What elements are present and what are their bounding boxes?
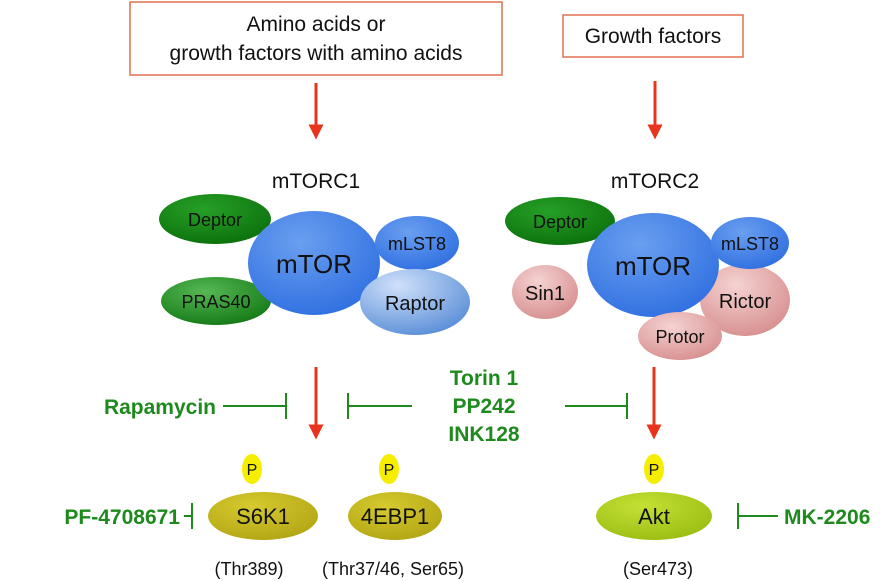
mtorc2-title: mTORC2 [611, 170, 699, 193]
inhibitor-ink128: INK128 [448, 423, 520, 446]
s6k1-node [208, 492, 318, 540]
mtorc2-mlst8-label: mLST8 [721, 234, 779, 254]
mtorc2-protor-node [638, 312, 722, 360]
mtorc2-mtor-node [587, 213, 719, 317]
s6k1-label: S6K1 [236, 504, 290, 529]
mtorc1-mlst8-node [375, 216, 459, 270]
inhibitor-mk2206: MK-2206 [784, 506, 870, 529]
mtorc2-sin1-node [512, 265, 578, 319]
mtorc2-deptor-label: Deptor [533, 212, 587, 232]
inhibition-torin-left [347, 393, 412, 419]
mtorc1-mtor-label: mTOR [276, 249, 352, 279]
mtorc2-sin1-label: Sin1 [525, 283, 565, 305]
inhibition-pf4708671 [184, 503, 193, 529]
inhibition-mk2206 [737, 503, 778, 529]
mtorc1-raptor-node [360, 269, 470, 335]
4ebp1-phospho-node [379, 454, 399, 484]
inhibitor-torin1: Torin 1 [450, 367, 519, 390]
akt-label: Akt [638, 504, 670, 529]
mtorc1-title: mTORC1 [272, 170, 360, 193]
mtorc1-complex: Deptor PRAS40 mTOR mLST8 Raptor [159, 194, 470, 335]
substrate-akt: Akt P [596, 454, 712, 540]
mtorc2-protor-label: Protor [655, 327, 704, 347]
substrate-s6k1: S6K1 P [208, 454, 318, 540]
input-box-amino-acids: Amino acids or growth factors with amino… [129, 1, 503, 76]
mtorc2-mtor-label: mTOR [615, 251, 691, 281]
mtorc1-pras40-label: PRAS40 [181, 292, 250, 312]
inhibition-torin-right [565, 393, 628, 419]
mtorc1-deptor-node [159, 194, 271, 244]
akt-phospho-label: P [649, 462, 660, 479]
mtorc1-raptor-label: Raptor [385, 293, 445, 315]
akt-node [596, 492, 712, 540]
site-s6k1: (Thr389) [214, 559, 283, 579]
input-label-line1: Amino acids or [247, 13, 386, 36]
mtorc1-deptor-label: Deptor [188, 210, 242, 230]
4ebp1-label: 4EBP1 [361, 504, 430, 529]
site-akt: (Ser473) [623, 559, 693, 579]
inhibitor-pp242: PP242 [452, 395, 515, 418]
mtorc2-complex: Deptor Sin1 Rictor mTOR mLST8 Protor [505, 197, 790, 360]
input-box-growth-factors: Growth factors [562, 14, 744, 58]
mtorc2-mlst8-node [711, 217, 789, 269]
inhibition-rapamycin [223, 393, 287, 419]
4ebp1-phospho-label: P [384, 462, 395, 479]
input-label-growth-factors: Growth factors [585, 25, 722, 48]
s6k1-phospho-label: P [247, 462, 258, 479]
mtorc1-pras40-node [161, 277, 271, 325]
mtorc1-mtor-node [248, 211, 380, 315]
input-label-line2: growth factors with amino acids [170, 42, 463, 65]
inhibitor-rapamycin: Rapamycin [104, 396, 216, 419]
mtorc2-deptor-node [505, 197, 615, 245]
mtorc2-rictor-node [700, 264, 790, 336]
s6k1-phospho-node [242, 454, 262, 484]
inhibitor-pf4708671: PF-4708671 [64, 506, 180, 529]
site-4ebp1: (Thr37/46, Ser65) [322, 559, 464, 579]
mtorc2-rictor-label: Rictor [719, 291, 772, 313]
4ebp1-node [348, 492, 442, 540]
substrate-4ebp1: 4EBP1 P [348, 454, 442, 540]
mtorc1-mlst8-label: mLST8 [388, 234, 446, 254]
akt-phospho-node [644, 454, 664, 484]
